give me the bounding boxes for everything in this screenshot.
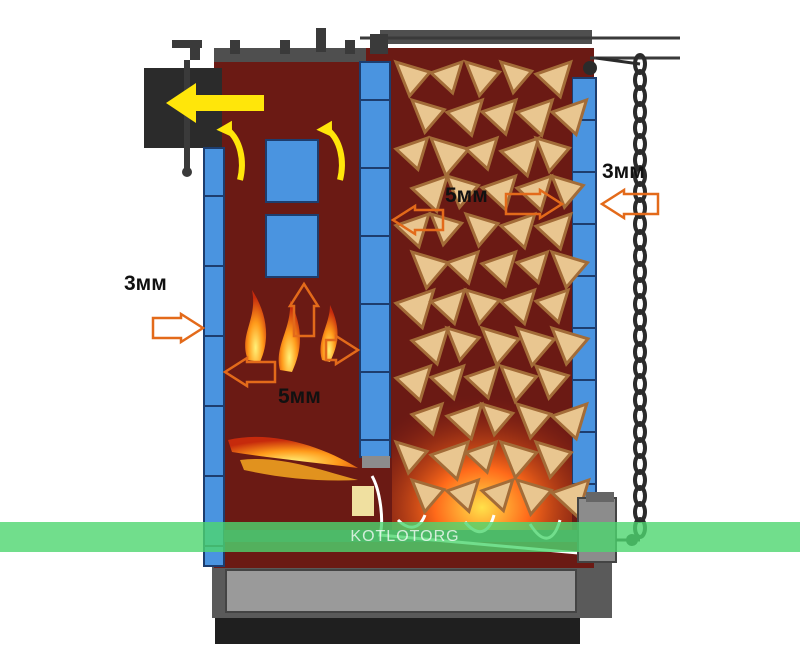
firewood-log	[409, 97, 447, 136]
firewood-log	[409, 249, 451, 291]
firewood-log	[463, 439, 499, 475]
firewood-log	[444, 477, 481, 515]
flow-arrow	[222, 355, 277, 389]
flow-arrow	[390, 203, 445, 237]
firewood-log	[479, 97, 519, 137]
firewood-log	[533, 59, 573, 100]
firewood-log	[514, 477, 554, 518]
firewood-log	[549, 401, 589, 442]
firewood-log	[549, 173, 586, 211]
firewood-log	[393, 59, 433, 99]
hot-gas-arrowhead-right	[316, 120, 332, 137]
ash-pan-door	[225, 569, 577, 613]
chain-pulley	[583, 61, 597, 75]
firewood-log	[463, 363, 501, 401]
firewood-log	[533, 211, 574, 252]
water-jacket-right	[571, 77, 597, 499]
flue-outlet-arrow	[166, 83, 264, 123]
firewood-log	[514, 325, 558, 369]
firewood-log	[498, 135, 541, 179]
firewood-log	[498, 211, 538, 251]
firewood-log	[428, 287, 467, 327]
firewood-log	[514, 401, 554, 441]
flow-arrow	[504, 187, 565, 221]
firewood-log	[444, 173, 482, 211]
firewood-log	[444, 97, 485, 138]
firewood-log	[393, 363, 433, 404]
firewood-log	[428, 59, 465, 96]
firewood-log	[479, 249, 518, 289]
water-jacket-left-seams	[204, 195, 224, 547]
firewood-log	[479, 477, 515, 514]
firewood-log	[409, 401, 445, 437]
firewood-log	[428, 363, 466, 402]
flue-knob	[182, 167, 192, 177]
firewood-log	[444, 325, 482, 364]
firewood-log	[533, 363, 571, 401]
watermark-text: KOTLOTORG	[350, 528, 460, 545]
firewood-log	[533, 439, 574, 481]
firewood-log	[409, 173, 450, 215]
firewood-stack	[393, 59, 592, 520]
water-jacket-partition	[359, 61, 391, 458]
firewood-log	[409, 477, 447, 515]
firewood-log	[444, 249, 481, 286]
firewood-log	[533, 135, 572, 175]
firewood-log	[498, 59, 535, 96]
firewood-log	[498, 439, 540, 481]
chain	[595, 53, 647, 546]
flow-arrow	[287, 281, 321, 338]
firewood-log	[479, 325, 522, 368]
water-jacket-partition-seams	[360, 99, 390, 441]
firewood-log	[393, 135, 430, 173]
grate	[362, 456, 390, 468]
flow-arrow	[151, 187, 660, 389]
wall-thickness-label-outer-left: 3мм	[124, 272, 167, 295]
wall-thickness-label-outer-right: 3мм	[602, 160, 645, 183]
firewood-log	[463, 135, 500, 172]
boiler-top-plate	[214, 48, 366, 62]
firewood-log	[393, 287, 436, 331]
watermark-band	[0, 522, 800, 552]
wall-thickness-label-inner-wall: 5мм	[445, 184, 488, 207]
firewood-log	[549, 325, 591, 367]
firewood-log	[533, 287, 571, 325]
heat-exchanger-upper	[265, 139, 319, 203]
firewood-log	[549, 249, 591, 291]
firewood-log	[444, 401, 484, 442]
flow-arrow	[151, 311, 206, 345]
flow-arrow	[324, 333, 361, 367]
firewood-log	[463, 287, 503, 327]
firewood-log	[549, 97, 589, 138]
firewood-log	[428, 439, 471, 482]
cleanout-lid	[586, 492, 614, 502]
firewood-log	[479, 401, 516, 438]
firewood-log	[514, 249, 550, 286]
burner-port	[352, 486, 374, 516]
hot-gas-arrowhead-left	[216, 120, 232, 137]
heat-exchanger-lower	[265, 214, 319, 278]
firewood-log	[428, 135, 472, 179]
chain-top	[595, 56, 641, 66]
flow-arrow	[599, 187, 660, 221]
top-fittings	[172, 28, 388, 60]
firewood-log	[514, 97, 555, 139]
wall-thickness-label-fire-chamber: 5мм	[278, 385, 321, 408]
firewood-log	[409, 325, 451, 367]
firewood-log	[463, 59, 503, 99]
water-jacket-left	[203, 147, 225, 567]
firewood-log	[498, 287, 537, 327]
firewood-log	[463, 211, 501, 249]
firewood-log	[498, 363, 540, 405]
firewood-log	[393, 439, 430, 476]
